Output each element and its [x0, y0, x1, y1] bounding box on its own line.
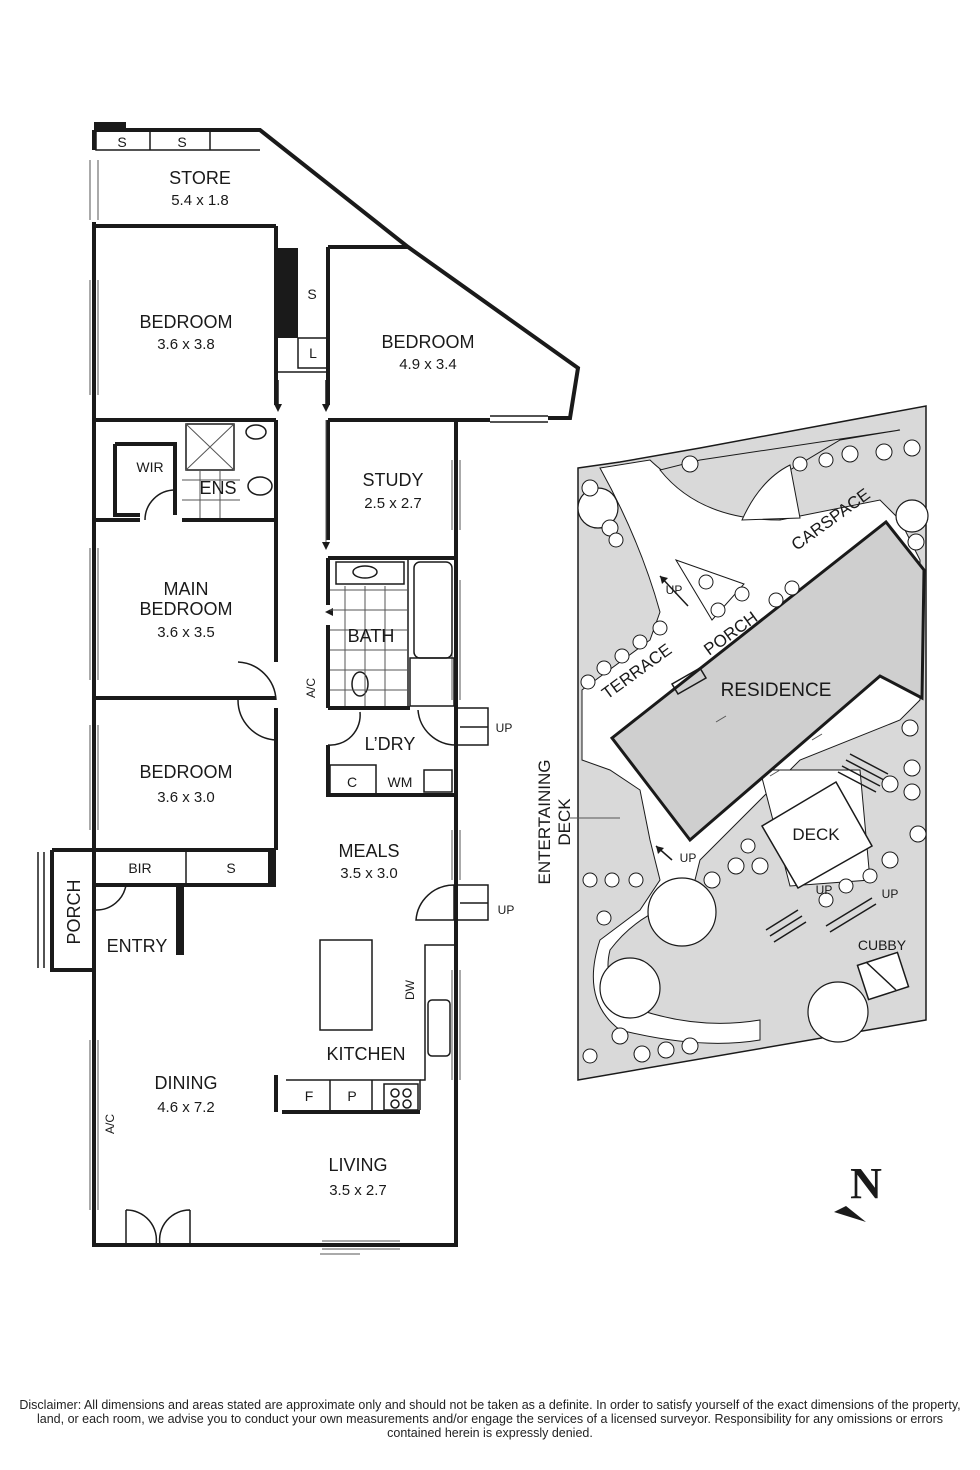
room-dims-main-bedroom: 3.6 x 3.5 — [157, 624, 215, 641]
room-name-ens: ENS — [199, 478, 236, 498]
room-dims-store: 5.4 x 1.8 — [171, 192, 229, 209]
linen-label: L — [309, 345, 317, 361]
fridge-label: F — [305, 1088, 314, 1104]
cubby-footprint — [856, 951, 910, 1001]
room-name-kitchen: KITCHEN — [326, 1044, 405, 1064]
north-letter: N — [850, 1159, 882, 1208]
room-name-bedroom-sw: BEDROOM — [139, 762, 232, 782]
north-compass: N — [834, 1159, 882, 1222]
room-name-wir: WIR — [136, 459, 163, 475]
room-name-porch: PORCH — [64, 879, 84, 944]
room-name-bath: BATH — [348, 626, 395, 646]
trees — [577, 487, 929, 1043]
room-dims-dining: 4.6 x 7.2 — [157, 1099, 215, 1116]
bir-label: BIR — [128, 860, 151, 876]
shelf-label: S — [226, 860, 235, 876]
room-labels: STORE 5.4 x 1.8 BEDROOM 3.6 x 3.8 BEDROO… — [64, 168, 475, 1199]
site-plan — [570, 405, 929, 1081]
room-name-main-bedroom-2: BEDROOM — [139, 599, 232, 619]
room-name-bedroom-ne: BEDROOM — [381, 332, 474, 352]
floor-plan: STORE 5.4 x 1.8 BEDROOM 3.6 x 3.8 BEDROO… — [37, 122, 929, 1255]
up-label: UP — [666, 583, 683, 597]
shelf-label: S — [117, 134, 126, 150]
up-label: UP — [816, 883, 833, 897]
room-dims-study: 2.5 x 2.7 — [364, 495, 422, 512]
house-walls — [37, 122, 581, 1255]
up-label: UP — [498, 903, 515, 917]
deck-label: DECK — [792, 825, 840, 844]
room-name-laundry: L’DRY — [365, 734, 416, 754]
room-name-meals: MEALS — [338, 841, 399, 861]
residence-label: RESIDENCE — [721, 680, 832, 701]
room-name-store: STORE — [169, 168, 231, 188]
room-dims-bedroom-sw: 3.6 x 3.0 — [157, 789, 215, 806]
pantry-label: P — [347, 1088, 356, 1104]
shelf-label: S — [307, 286, 316, 302]
room-name-dining: DINING — [155, 1073, 218, 1093]
entertaining-deck-label-1: ENTERTAINING — [535, 760, 554, 885]
up-label: UP — [496, 721, 513, 735]
room-dims-living: 3.5 x 2.7 — [329, 1182, 387, 1199]
disclaimer-text: Disclaimer: All dimensions and areas sta… — [19, 1398, 961, 1440]
fixture-labels: S S S L S BIR C WM F P A/C A/C DW UP UP — [103, 134, 514, 1134]
entertaining-deck-label-2: DECK — [555, 798, 574, 846]
ac-label: A/C — [304, 678, 318, 698]
cupboard-label: C — [347, 774, 357, 790]
up-label: UP — [882, 887, 899, 901]
room-dims-bedroom-ne: 4.9 x 3.4 — [399, 356, 457, 373]
shelf-label: S — [177, 134, 186, 150]
residence-footprint — [609, 519, 926, 843]
washing-machine-label: WM — [388, 774, 413, 790]
room-name-living: LIVING — [328, 1155, 387, 1175]
north-arrow-icon — [834, 1206, 866, 1222]
room-name-bedroom-nw: BEDROOM — [139, 312, 232, 332]
room-name-main-bedroom-1: MAIN — [164, 579, 209, 599]
room-name-study: STUDY — [362, 470, 423, 490]
deck-footprint — [760, 780, 874, 890]
room-name-entry: ENTRY — [107, 936, 168, 956]
shrubs — [580, 439, 927, 1064]
ac-label: A/C — [103, 1114, 117, 1134]
room-dims-meals: 3.5 x 3.0 — [340, 865, 398, 882]
cubby-label: CUBBY — [858, 937, 907, 953]
dishwasher-label: DW — [403, 979, 417, 1000]
room-dims-bedroom-nw: 3.6 x 3.8 — [157, 336, 215, 353]
up-label: UP — [680, 851, 697, 865]
